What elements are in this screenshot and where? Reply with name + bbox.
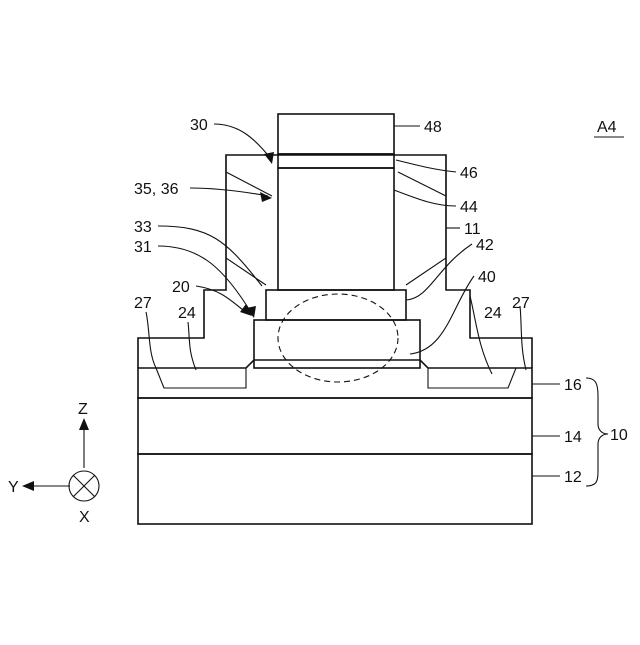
label-27-right: 27 — [512, 295, 530, 312]
label-27-left: 27 — [134, 295, 152, 312]
label-35-36: 35, 36 — [134, 181, 179, 198]
axis-x-label: X — [79, 509, 90, 526]
layer-46 — [278, 154, 394, 168]
layer-14 — [138, 398, 532, 454]
label-16: 16 — [564, 377, 582, 394]
label-10: 10 — [610, 427, 628, 444]
label-40: 40 — [478, 269, 496, 286]
leader-lines — [146, 124, 560, 476]
insulating-film-11-outline — [138, 155, 532, 388]
label-48: 48 — [424, 119, 442, 136]
label-11: 11 — [464, 221, 481, 238]
label-46: 46 — [460, 165, 478, 182]
label-33: 33 — [134, 219, 152, 236]
label-14: 14 — [564, 429, 582, 446]
label-30: 30 — [190, 117, 208, 134]
label-24-left: 24 — [178, 305, 196, 322]
label-31: 31 — [134, 239, 152, 256]
label-24-right: 24 — [484, 305, 502, 322]
figure-label: A4 — [597, 119, 617, 136]
label-20: 20 — [172, 279, 190, 296]
layer-16 — [138, 360, 532, 398]
body-44 — [278, 168, 394, 290]
substrate-layer-12 — [138, 454, 532, 524]
label-44: 44 — [460, 199, 478, 216]
layer-48 — [278, 114, 394, 154]
label-42: 42 — [476, 237, 494, 254]
axis-z-label: Z — [78, 401, 88, 418]
axis-y-label: Y — [8, 479, 19, 496]
bracket-10 — [586, 378, 608, 486]
label-12: 12 — [564, 469, 582, 486]
coordinate-axes — [22, 418, 99, 501]
